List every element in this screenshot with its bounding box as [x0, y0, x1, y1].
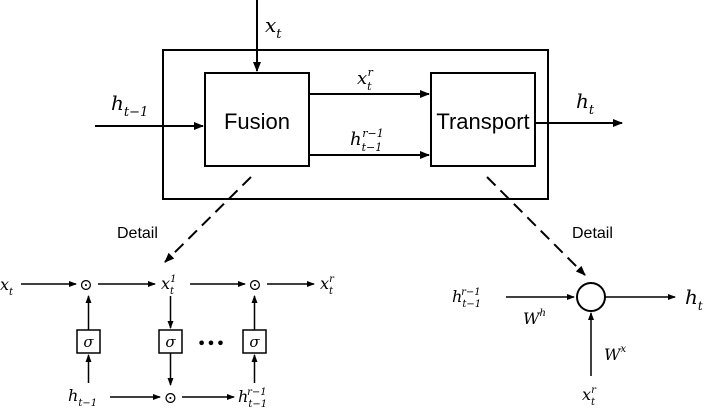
odot-3	[247, 276, 263, 292]
odot-2	[162, 389, 179, 405]
transport-node	[576, 282, 606, 312]
odot-3-symbol: ⊙	[248, 275, 261, 294]
detail-arrow-right	[486, 176, 586, 276]
sigma-2-symbol: σ	[165, 333, 176, 351]
fusion-block	[204, 72, 310, 167]
odot-2-symbol: ⊙	[164, 388, 177, 407]
fusion-label: Fusion	[224, 109, 290, 134]
hr-label: ht−1r−1	[350, 127, 384, 154]
h-prev-top-label: ht−1	[111, 91, 148, 120]
transport-detail-xr-label: xtr	[582, 385, 597, 408]
detail-arrow-left	[164, 176, 252, 263]
sigma-3-symbol: σ	[249, 333, 260, 351]
fusion-detail-xr-label: xtr	[320, 274, 335, 297]
detail-label-right: Detail	[572, 225, 613, 242]
ellipsis-dots: •••	[197, 334, 225, 353]
xr-label: xtr	[357, 66, 374, 93]
detail-label-left: Detail	[117, 225, 158, 242]
transport-detail-hr-label: ht−1r−1	[452, 287, 481, 310]
transport-block	[430, 72, 536, 167]
fusion-detail-hprev-label: ht−1	[68, 386, 97, 409]
transport-label: Transport	[436, 109, 529, 134]
odot-1-symbol: ⊙	[79, 275, 92, 294]
sigma-1-symbol: σ	[83, 333, 94, 351]
Wh-label: Wh	[523, 308, 546, 328]
ht-top-label: ht	[576, 89, 595, 118]
fusion-detail-x1-label: xt1	[161, 274, 176, 297]
fusion-detail-xt-label: xt	[0, 275, 14, 298]
transport-detail-ht-label: ht	[685, 285, 703, 313]
Wx-label: Wx	[604, 344, 626, 364]
odot-1	[78, 276, 94, 292]
fusion-detail-hr-label: ht−1r−1	[238, 387, 267, 410]
outer-module-box	[162, 49, 549, 200]
xt-top-label: xt	[265, 13, 282, 42]
